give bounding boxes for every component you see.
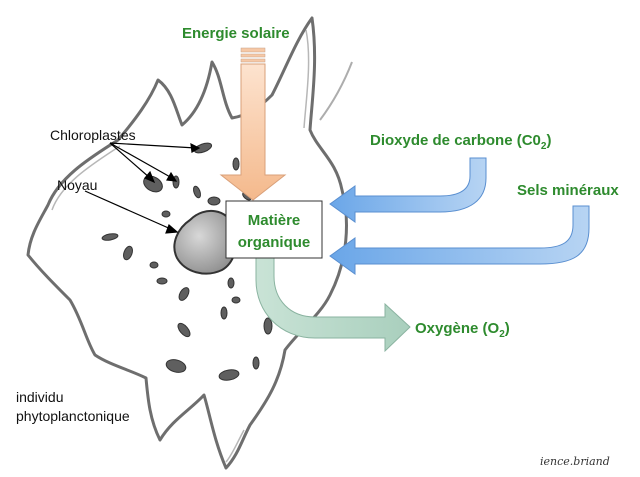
oxygen-label: Oxygène (O2) <box>415 320 510 340</box>
chloroplast <box>232 297 240 303</box>
organic-matter-label-line2: organique <box>238 234 311 251</box>
chloroplast <box>192 185 202 198</box>
nucleus-label: Noyau <box>57 177 97 193</box>
oxygen-arrow <box>256 256 410 351</box>
chloroplast <box>208 197 220 205</box>
organism-label-line1: individu <box>16 389 63 405</box>
minerals-arrow <box>330 206 589 274</box>
co2-label: Dioxyde de carbone (C02) <box>370 132 551 152</box>
chloroplast <box>218 368 239 381</box>
solar-energy-label: Energie solaire <box>182 25 290 42</box>
chloroplast <box>253 357 259 369</box>
organism-label-line2: phytoplanctonique <box>16 408 130 424</box>
chloroplast <box>141 173 165 195</box>
chloroplast <box>221 307 227 319</box>
solar-energy-arrow <box>221 48 285 200</box>
chloroplast <box>165 358 187 375</box>
label-pointers <box>85 143 199 233</box>
chloroplasts-label: Chloroplastes <box>50 127 136 143</box>
chloroplast <box>233 158 239 170</box>
chloroplast <box>177 286 191 302</box>
chloroplast <box>176 321 192 338</box>
credit-text: ience.briand <box>540 455 610 468</box>
organic-matter-label-line1: Matière <box>248 212 301 229</box>
co2-arrow <box>330 158 486 222</box>
chloroplast <box>264 318 272 334</box>
chloroplast <box>157 278 167 284</box>
chloroplast <box>102 233 119 242</box>
chloroplast <box>122 245 134 261</box>
minerals-label: Sels minéraux <box>517 182 619 199</box>
chloroplast <box>228 278 234 288</box>
chloroplast <box>162 211 170 217</box>
chloroplast <box>150 262 158 268</box>
